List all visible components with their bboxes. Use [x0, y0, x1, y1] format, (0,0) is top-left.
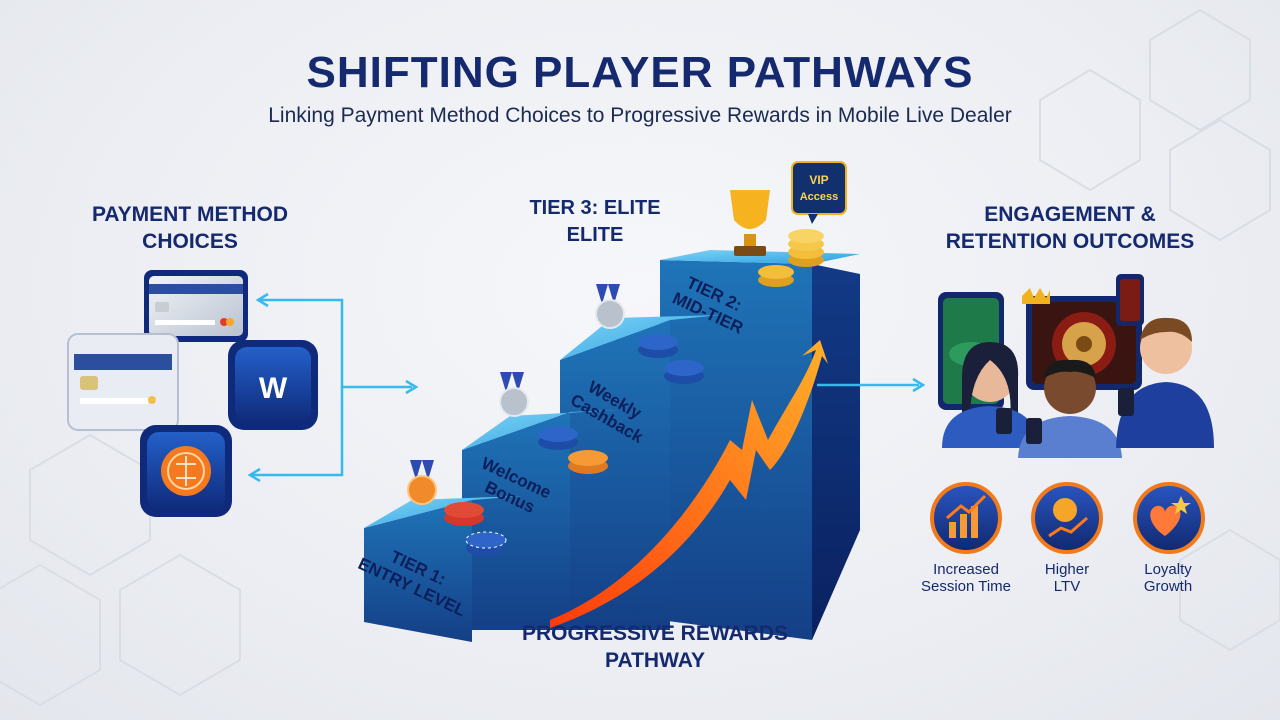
- wallet-letter: W: [259, 372, 288, 405]
- stair-step-2: [462, 410, 620, 630]
- payment-heading-line1: PAYMENT METHOD: [91, 203, 288, 226]
- crypto-icon: [140, 425, 232, 517]
- stair-step-3: [560, 315, 720, 630]
- outcome-item-3: Loyalty Growth: [1113, 561, 1223, 595]
- outcome-arrow: [817, 377, 926, 393]
- outcome3-line1: Loyalty: [1144, 561, 1192, 578]
- players-illustration: [938, 274, 1214, 458]
- page-subtitle: Linking Payment Method Choices to Progre…: [268, 104, 1012, 127]
- crown-icon: [1022, 288, 1050, 304]
- poker-chips-step2: [538, 426, 608, 474]
- medal-icon: [407, 460, 437, 505]
- tier3-label-line2: ELITE: [566, 224, 624, 246]
- outcomes-heading-line2: RETENTION OUTCOMES: [945, 230, 1195, 253]
- player-avatar: [1116, 317, 1214, 448]
- dealer-phone-icon: [1116, 274, 1144, 326]
- vip-access-badge: VIP Access: [791, 161, 847, 224]
- tier3-label: TIER 3: ELITE ELITE: [495, 195, 695, 249]
- rewards-staircase: TIER 1: ENTRY LEVEL Welcome Bonus Weekly…: [355, 161, 860, 642]
- payment-connector-arrows: [247, 292, 419, 483]
- progressive-label-line2: PATHWAY: [605, 649, 705, 672]
- outcome2-line2: LTV: [1053, 578, 1081, 595]
- heart-star-icon: [1133, 482, 1205, 554]
- outcomes-heading: ENGAGEMENT & RETENTION OUTCOMES: [920, 201, 1220, 255]
- payment-methods-heading: PAYMENT METHOD CHOICES: [70, 201, 310, 255]
- poker-chips-step1: [444, 502, 507, 556]
- stair-side: [812, 264, 860, 640]
- vip-badge-line2: Access: [800, 191, 839, 203]
- outcome1-line2: Session Time: [920, 578, 1012, 595]
- player-avatar: [942, 342, 1038, 448]
- tier3-label-line1: TIER 3: ELITE: [529, 197, 661, 219]
- outcome2-line1: Higher: [1044, 561, 1090, 578]
- dollar-growth-icon: [1031, 482, 1103, 554]
- growth-chart-icon: [930, 482, 1002, 554]
- outcomes-heading-line1: ENGAGEMENT &: [984, 203, 1156, 226]
- payment-methods-group: W: [67, 270, 419, 517]
- outcome1-line1: Increased: [933, 561, 999, 578]
- player-avatar: [1018, 359, 1122, 458]
- outcome-item-1: Increased Session Time: [911, 561, 1021, 595]
- debit-card-icon: [67, 333, 179, 431]
- progressive-rewards-label: PROGRESSIVE REWARDS PATHWAY: [480, 620, 830, 674]
- outcome-item-2: Higher LTV: [1012, 561, 1122, 595]
- outcome3-line2: Growth: [1143, 578, 1193, 595]
- gold-chips: [758, 229, 824, 287]
- progressive-label-line1: PROGRESSIVE REWARDS: [521, 622, 789, 645]
- trophy-icon: [730, 190, 770, 256]
- stair-step-1: [364, 496, 522, 642]
- outcome-icons: [930, 482, 1205, 554]
- medal-icon: [499, 372, 529, 417]
- vip-badge-line1: VIP: [809, 173, 828, 187]
- credit-card-icon: [144, 270, 248, 342]
- medal-icon: [595, 284, 625, 329]
- poker-chips-step3: [638, 334, 704, 384]
- page-title: SHIFTING PLAYER PATHWAYS: [306, 48, 974, 97]
- payment-heading-line2: CHOICES: [142, 230, 238, 253]
- e-wallet-icon: W: [228, 340, 318, 430]
